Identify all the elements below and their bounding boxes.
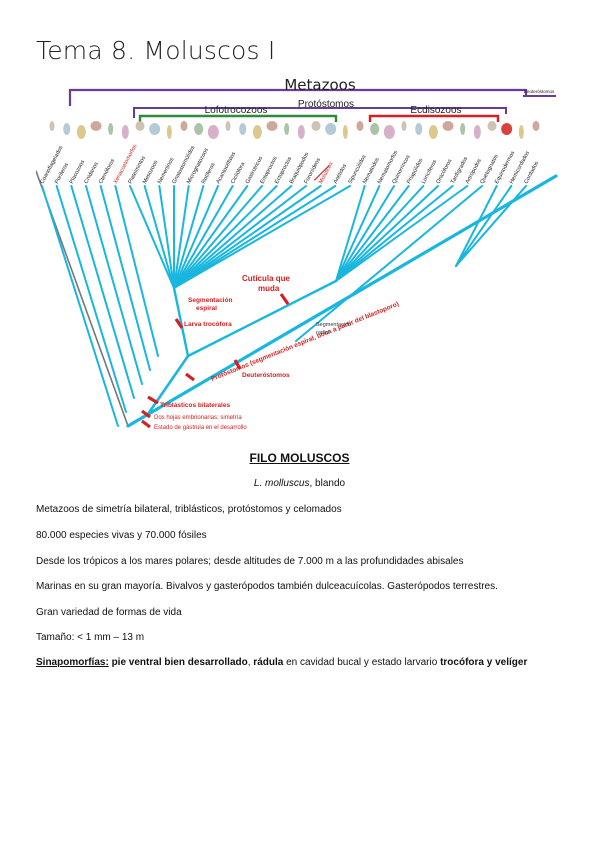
organism-icon xyxy=(460,123,466,135)
organism-icon xyxy=(121,125,129,139)
note-dos-hojas: Dos hojas embrionarias; simetría xyxy=(154,415,242,421)
note-gastrula: Estado de gástrula en el desarrollo xyxy=(154,425,247,431)
synapomorphy-larva: trocófora y velíger xyxy=(440,657,528,668)
note-deuterostomos: Deuteróstomos xyxy=(242,372,290,379)
taxon-label: Anélidos xyxy=(333,163,348,185)
label-lofotrocozoos: Lofotrocozoos xyxy=(205,105,268,116)
organism-icon xyxy=(342,125,348,139)
organism-icon xyxy=(76,125,86,139)
paragraph-description: Metazoos de simetría bilateral, triblást… xyxy=(36,504,342,515)
label-metazoos: Metazoos xyxy=(284,76,355,94)
organism-icon xyxy=(501,123,513,135)
organism-icon xyxy=(108,123,114,135)
organism-icon xyxy=(90,121,102,131)
organism-icon xyxy=(49,121,55,131)
organism-icon xyxy=(518,125,524,139)
label-ecdisozoos: Ecdisozoos xyxy=(410,105,461,116)
paragraph-size: Tamaño: < 1 mm – 13 m xyxy=(36,632,145,643)
etymology: L. molluscus, blando xyxy=(0,478,599,489)
note-triblasticos: Triblásticos bilaterales xyxy=(160,402,230,409)
paragraph-distribution: Desde los trópicos a los mares polares; … xyxy=(36,556,464,567)
etymology-meaning: , blando xyxy=(309,478,346,489)
paragraph-species: 80.000 especies vivas y 70.000 fósiles xyxy=(36,530,207,541)
label-protostomos: Protóstomos xyxy=(298,99,354,110)
organism-icon xyxy=(194,123,204,135)
organism-icon xyxy=(266,121,278,131)
organism-icon xyxy=(149,123,161,135)
organism-icon xyxy=(166,125,172,139)
organism-icon xyxy=(370,123,380,135)
organism-icon xyxy=(401,121,407,131)
organism-icon xyxy=(225,121,231,131)
synapomorphy-radula: rádula xyxy=(253,657,284,668)
organism-icon xyxy=(325,123,337,135)
organism-icon xyxy=(415,123,423,135)
organism-icon xyxy=(135,121,145,131)
organism-icon xyxy=(383,125,395,139)
organism-icon xyxy=(207,125,219,139)
organism-icon xyxy=(180,121,188,131)
section-title: FILO MOLUSCOS xyxy=(249,451,350,465)
etymology-latin: L. molluscus xyxy=(253,478,310,489)
organism-icon xyxy=(311,121,321,131)
taxon-label: Rotíferos xyxy=(201,162,217,185)
note-larva: Larva trocófora xyxy=(184,321,232,328)
note-protostomos: Protóstomos (segmentación espiral, boca … xyxy=(210,301,400,383)
organism-icon xyxy=(428,125,438,139)
organism-icon xyxy=(473,125,481,139)
organism-icon xyxy=(297,125,305,139)
synapomorphy-foot: pie ventral bien desarrollado xyxy=(111,657,248,668)
organism-icon xyxy=(487,121,497,131)
organism-icon xyxy=(252,125,262,139)
organism-icon xyxy=(63,123,71,135)
page-title: Tema 8. Moluscos I xyxy=(36,36,276,65)
organism-icon xyxy=(284,123,290,135)
organism-icon xyxy=(442,121,454,131)
paragraph-habitat: Marinas en su gran mayoría. Bivalvos y g… xyxy=(36,581,498,592)
taxon-label: Poríferos xyxy=(54,162,70,185)
phylogeny-tree: Metazoos Protóstomos Lofotrocozoos Ecdis… xyxy=(36,76,558,431)
paragraph-synapomorphies: Sinapomorfías: pie ventral bien desarrol… xyxy=(36,657,528,668)
organism-icon xyxy=(532,121,540,131)
phylogeny-figure: Metazoos Protóstomos Lofotrocozoos Ecdis… xyxy=(36,76,564,436)
organism-icon xyxy=(239,123,247,135)
synapomorphies-label: Sinapomorfías: xyxy=(36,657,109,668)
organism-icon xyxy=(356,121,364,131)
taxon-label: Cordados xyxy=(523,161,540,185)
label-deuterostomos: Deuteróstomos xyxy=(524,89,555,94)
paragraph-forms: Gran variedad de formas de vida xyxy=(36,607,182,618)
